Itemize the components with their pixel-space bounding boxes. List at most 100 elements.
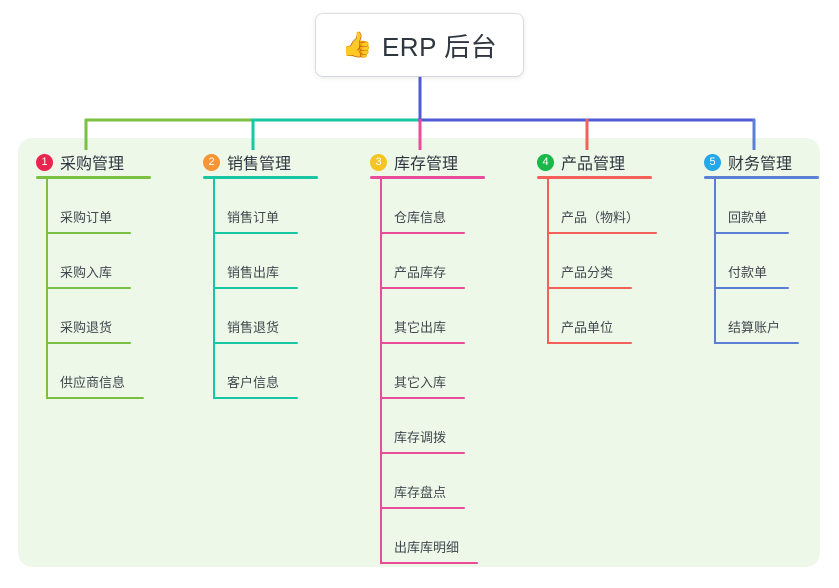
thumbs-up-icon: 👍 xyxy=(341,30,373,59)
module-item-label: 产品分类 xyxy=(561,265,614,280)
module-item[interactable]: 采购退货 xyxy=(36,289,151,344)
column-header-underline xyxy=(36,176,151,179)
module-item-underline xyxy=(46,232,131,234)
column-number-badge: 5 xyxy=(704,153,721,171)
module-item-underline xyxy=(714,342,799,344)
module-item-underline xyxy=(547,342,632,344)
module-item[interactable]: 销售退货 xyxy=(203,289,318,344)
column-title: 采购管理 xyxy=(60,156,125,173)
module-item-underline xyxy=(46,342,131,344)
module-item[interactable]: 其它出库 xyxy=(370,289,485,344)
module-item[interactable]: 库存调拨 xyxy=(370,399,485,454)
module-item-label: 产品（物料） xyxy=(561,210,640,225)
module-item[interactable]: 采购入库 xyxy=(36,234,151,289)
column-spine-line xyxy=(46,179,48,399)
module-item-underline xyxy=(380,507,465,509)
column-items: 仓库信息产品库存其它出库其它入库库存调拨库存盘点出库库明细 xyxy=(370,179,485,564)
column-spine-line xyxy=(547,179,549,344)
column-number-badge: 1 xyxy=(36,153,53,171)
column-header-underline xyxy=(704,176,819,179)
module-item[interactable]: 产品库存 xyxy=(370,234,485,289)
column-spine-line xyxy=(380,179,382,564)
module-item-underline xyxy=(547,232,657,234)
module-item-underline xyxy=(380,397,465,399)
module-item-label: 销售退货 xyxy=(227,320,280,335)
module-column-1: 1 采购管理采购订单采购入库采购退货供应商信息 xyxy=(36,145,151,399)
module-item-underline xyxy=(380,342,465,344)
module-item[interactable]: 产品单位 xyxy=(537,289,652,344)
module-item[interactable]: 采购订单 xyxy=(36,179,151,234)
module-item[interactable]: 销售订单 xyxy=(203,179,318,234)
module-item-label: 产品单位 xyxy=(561,320,614,335)
column-number-badge: 2 xyxy=(203,153,220,171)
module-item-underline xyxy=(46,397,144,399)
module-item-underline xyxy=(714,287,789,289)
column-header-2[interactable]: 2 销售管理 xyxy=(203,145,318,179)
module-item-label: 回款单 xyxy=(728,210,768,225)
column-number-badge: 3 xyxy=(370,153,387,171)
column-title: 库存管理 xyxy=(394,156,459,173)
page-title: ERP 后台 xyxy=(381,31,498,62)
module-item-underline xyxy=(46,287,131,289)
column-spine-line xyxy=(714,179,716,344)
module-item-label: 销售出库 xyxy=(227,265,280,280)
column-header-underline xyxy=(203,176,318,179)
column-title: 产品管理 xyxy=(561,156,626,173)
module-item-label: 销售订单 xyxy=(227,210,280,225)
module-item[interactable]: 出库库明细 xyxy=(370,509,485,564)
module-item-label: 仓库信息 xyxy=(394,210,447,225)
module-column-4: 4 产品管理产品（物料） 产品分类产品单位 xyxy=(537,145,657,344)
module-item[interactable]: 供应商信息 xyxy=(36,344,151,399)
module-item-label: 其它入库 xyxy=(394,375,447,390)
module-item[interactable]: 产品分类 xyxy=(537,234,652,289)
column-header-5[interactable]: 5 财务管理 xyxy=(704,145,819,179)
column-header-underline xyxy=(537,176,652,179)
column-header-1[interactable]: 1 采购管理 xyxy=(36,145,151,179)
module-item-label: 产品库存 xyxy=(394,265,447,280)
module-item-underline xyxy=(213,342,298,344)
module-column-3: 3 库存管理仓库信息产品库存其它出库其它入库库存调拨库存盘点出库库明细 xyxy=(370,145,485,564)
module-item-label: 供应商信息 xyxy=(60,375,126,390)
module-item[interactable]: 付款单 xyxy=(704,234,819,289)
module-item[interactable]: 仓库信息 xyxy=(370,179,485,234)
module-item-label: 采购入库 xyxy=(60,265,113,280)
module-item[interactable]: 客户信息 xyxy=(203,344,318,399)
module-item-label: 出库库明细 xyxy=(394,540,460,555)
column-title: 财务管理 xyxy=(728,156,793,173)
column-spine-line xyxy=(213,179,215,399)
module-item-underline xyxy=(213,397,298,399)
root-node-title-card[interactable]: 👍 ERP 后台 xyxy=(316,14,523,76)
module-item-underline xyxy=(213,232,298,234)
module-item-label: 采购订单 xyxy=(60,210,113,225)
column-number-badge: 4 xyxy=(537,153,554,171)
column-items: 回款单付款单结算账户 xyxy=(704,179,819,344)
module-item-underline xyxy=(714,232,789,234)
module-item[interactable]: 回款单 xyxy=(704,179,819,234)
module-item-label: 付款单 xyxy=(728,265,768,280)
module-item-label: 库存调拨 xyxy=(394,430,447,445)
column-header-4[interactable]: 4 产品管理 xyxy=(537,145,652,179)
module-item-underline xyxy=(380,562,478,564)
module-item[interactable]: 库存盘点 xyxy=(370,454,485,509)
column-header-3[interactable]: 3 库存管理 xyxy=(370,145,485,179)
module-item-underline xyxy=(380,232,465,234)
module-item-label: 采购退货 xyxy=(60,320,113,335)
modules-panel xyxy=(18,138,820,567)
module-item[interactable]: 销售出库 xyxy=(203,234,318,289)
module-item-label: 其它出库 xyxy=(394,320,447,335)
module-item-label: 结算账户 xyxy=(728,320,781,335)
module-item-underline xyxy=(547,287,632,289)
module-item-underline xyxy=(380,452,465,454)
module-column-5: 5 财务管理回款单付款单结算账户 xyxy=(704,145,819,344)
module-item-label: 库存盘点 xyxy=(394,485,447,500)
column-header-underline xyxy=(370,176,485,179)
column-items: 产品（物料） 产品分类产品单位 xyxy=(537,179,657,344)
module-item-label: 客户信息 xyxy=(227,375,280,390)
column-title: 销售管理 xyxy=(227,156,292,173)
module-item[interactable]: 产品（物料） xyxy=(537,179,657,234)
module-item[interactable]: 其它入库 xyxy=(370,344,485,399)
module-item-underline xyxy=(213,287,298,289)
module-item[interactable]: 结算账户 xyxy=(704,289,819,344)
